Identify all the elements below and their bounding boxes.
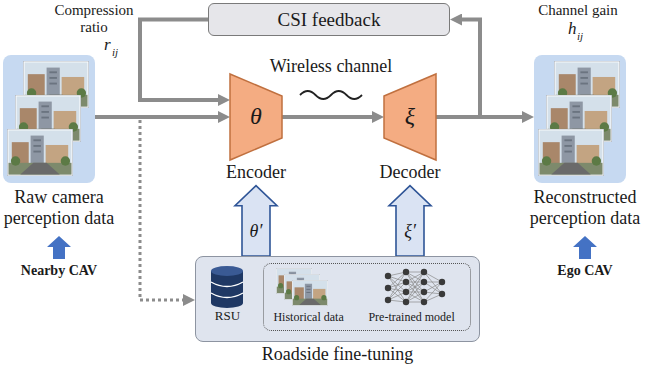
region-box: Historical data Pre-trained model [195, 256, 480, 342]
network-neuron [421, 289, 427, 295]
trapezoid [230, 74, 282, 160]
node-text: Encoder [216, 162, 296, 183]
drawing-part [211, 282, 243, 287]
update-arrow [235, 186, 277, 256]
network-neuron [403, 289, 409, 295]
trapezoid-shape: θ [230, 74, 282, 160]
parameter-label: Channel gain [528, 2, 628, 19]
network-neuron [403, 299, 409, 305]
symbol-label: h [568, 19, 577, 39]
encoder-block: θEncoder [216, 74, 296, 183]
drawing-part [211, 266, 243, 276]
neural-network-icon [385, 269, 445, 305]
node-text: Reconstructed perception data [524, 187, 646, 228]
drawing-part [211, 293, 243, 298]
vehicle-label: Ego CAV [524, 263, 646, 279]
node-text: Raw camera perception data [0, 187, 118, 228]
drawing-part [7, 129, 73, 176]
device-label: RSU [205, 309, 250, 324]
network-neuron [385, 273, 391, 279]
trapezoid [384, 74, 436, 160]
network-neuron [403, 269, 409, 275]
update-arrow [389, 186, 431, 256]
drawing-part [211, 298, 243, 308]
parameter-symbol: θ [250, 103, 262, 131]
reconstructed-images [534, 55, 626, 183]
parameter-symbol: ξ [405, 103, 415, 131]
network-neuron [385, 297, 391, 303]
network-neuron [439, 279, 445, 285]
camera-images [3, 55, 95, 183]
image-panel [534, 55, 626, 183]
vehicle-label: Nearby CAV [0, 263, 118, 279]
subscript-label: ij [577, 30, 583, 43]
feedback-box: CSI feedback [208, 3, 450, 36]
network-neuron [421, 299, 427, 305]
text-column: Pre-trained model [353, 264, 470, 330]
image-panel [3, 55, 95, 183]
symbol-label: r [104, 35, 111, 55]
source-data-panel: Raw camera perception data [0, 55, 118, 228]
node-text: Pre-trained model [368, 311, 454, 325]
wireless-wave [300, 91, 362, 99]
edge-label: θ′ [248, 221, 265, 242]
decoder-block: ξDecoder [370, 74, 450, 183]
output-data-panel: Reconstructed perception data [524, 55, 646, 228]
node-text: CSI feedback [278, 9, 381, 31]
vehicle-arrow [47, 236, 71, 259]
network-link [406, 272, 424, 302]
drawing-part [538, 129, 604, 176]
channel-label: Wireless channel [266, 56, 396, 77]
network-link [406, 272, 424, 302]
network-neuron [439, 291, 445, 297]
data-arrow [282, 115, 376, 119]
parameter-label: Compression ratio [52, 2, 136, 37]
vehicle-arrow [573, 236, 597, 259]
node-text: Historical data [273, 311, 343, 325]
resource-group: Historical data Pre-trained model [263, 263, 471, 331]
network-neuron [403, 279, 409, 285]
edge-label: ξ′ [402, 221, 418, 242]
subscript-label: ij [112, 46, 118, 59]
node-text: Decoder [370, 162, 450, 183]
drawing-part [292, 280, 328, 306]
network-neuron [421, 269, 427, 275]
trapezoid-shape: ξ [384, 74, 436, 160]
network-neuron [421, 279, 427, 285]
database-icon [209, 265, 245, 309]
node-text: Roadside fine-tuning [195, 344, 480, 365]
network-neuron [385, 285, 391, 291]
